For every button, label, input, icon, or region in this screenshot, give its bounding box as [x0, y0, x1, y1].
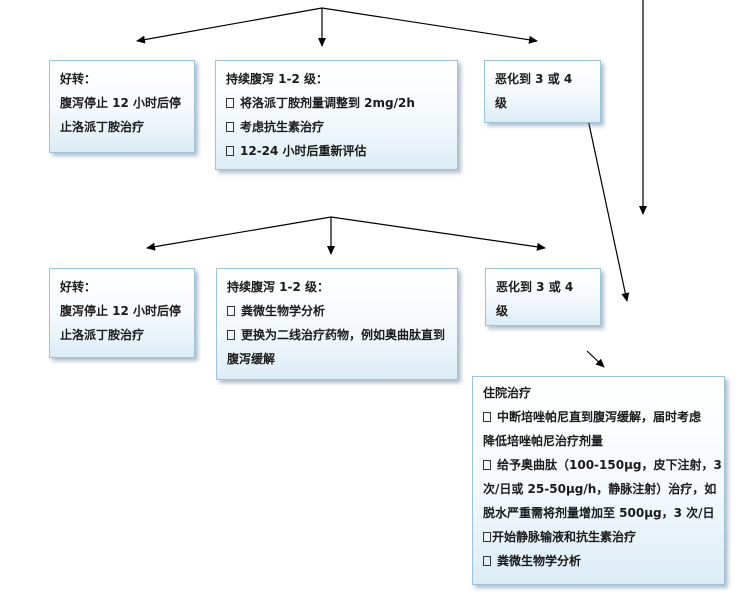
box-item: 中断培唑帕尼直到腹泻缓解，届时考虑 [483, 405, 714, 429]
box-item: 开始静脉输液和抗生素治疗 [483, 525, 714, 549]
box-title: 好转： [60, 280, 97, 294]
box-title: 持续腹泻 1-2 级： [226, 72, 329, 86]
box-title: 恶化到 3 或 4 [495, 72, 573, 86]
box-item: 考虑抗生素治疗 [226, 115, 447, 139]
checkbox-icon [227, 330, 235, 340]
box-item: 将洛派丁胺剂量调整到 2mg/2h [226, 91, 447, 115]
box-item: 12-24 小时后重新评估 [226, 139, 447, 163]
box-title: 持续腹泻 1-2 级： [227, 280, 330, 294]
arrow-mid-right [330, 216, 546, 251]
box-line: 降低培唑帕尼治疗剂量 [483, 434, 604, 448]
box-line: 腹泻停止 12 小时后停 [60, 304, 182, 318]
box-item: 更换为二线治疗药物，例如奥曲肽直到 [227, 323, 447, 347]
box-item: 粪微生物学分析 [483, 549, 714, 573]
checkbox-icon [483, 412, 491, 422]
worsen-box-2: 恶化到 3 或 4 级 [485, 268, 601, 326]
box-title: 恶化到 3 或 4 [496, 280, 574, 294]
checkbox-icon [226, 122, 234, 132]
improve-box-2: 好转： 腹泻停止 12 小时后停 止洛派丁胺治疗 [49, 268, 195, 358]
box-line: 级 [496, 304, 509, 318]
checkbox-icon [483, 532, 491, 542]
persistent-diarrhea-box-1: 持续腹泻 1-2 级： 将洛派丁胺剂量调整到 2mg/2h 考虑抗生素治疗 12… [215, 60, 458, 170]
checkbox-icon [226, 146, 234, 156]
box-line: 次/日或 25-50μg/h，静脉注射）治疗，如 [483, 482, 717, 496]
box-item: 粪微生物学分析 [227, 299, 447, 323]
box-title: 住院治疗 [483, 386, 532, 400]
checkbox-icon [226, 98, 234, 108]
arrow-top-right [321, 7, 538, 44]
hospitalization-box: 住院治疗 中断培唑帕尼直到腹泻缓解，届时考虑 降低培唑帕尼治疗剂量 给予奥曲肽（… [472, 376, 725, 585]
arrow-mid-left [146, 216, 332, 251]
box-item: 给予奥曲肽（100-150μg，皮下注射，3 [483, 453, 722, 477]
box-line: 级 [495, 96, 508, 110]
arrow-small-to-hospital [586, 350, 605, 368]
box-line: 止洛派丁胺治疗 [60, 328, 145, 342]
box-title: 好转： [60, 72, 97, 86]
persistent-diarrhea-box-2: 持续腹泻 1-2 级： 粪微生物学分析 更换为二线治疗药物，例如奥曲肽直到 腹泻… [216, 268, 458, 380]
box-line: 腹泻缓解 [227, 352, 276, 366]
arrow-worsen-to-hospital [585, 109, 630, 302]
box-line: 止洛派丁胺治疗 [60, 120, 145, 134]
arrow-top-left [136, 7, 323, 44]
improve-box-1: 好转： 腹泻停止 12 小时后停 止洛派丁胺治疗 [49, 60, 195, 153]
checkbox-icon [483, 460, 491, 470]
checkbox-icon [483, 556, 491, 566]
checkbox-icon [227, 306, 235, 316]
box-line: 腹泻停止 12 小时后停 [60, 96, 182, 110]
box-line: 脱水严重需将剂量增加至 500μg，3 次/日 [483, 506, 715, 520]
worsen-box-1: 恶化到 3 或 4 级 [484, 60, 601, 123]
